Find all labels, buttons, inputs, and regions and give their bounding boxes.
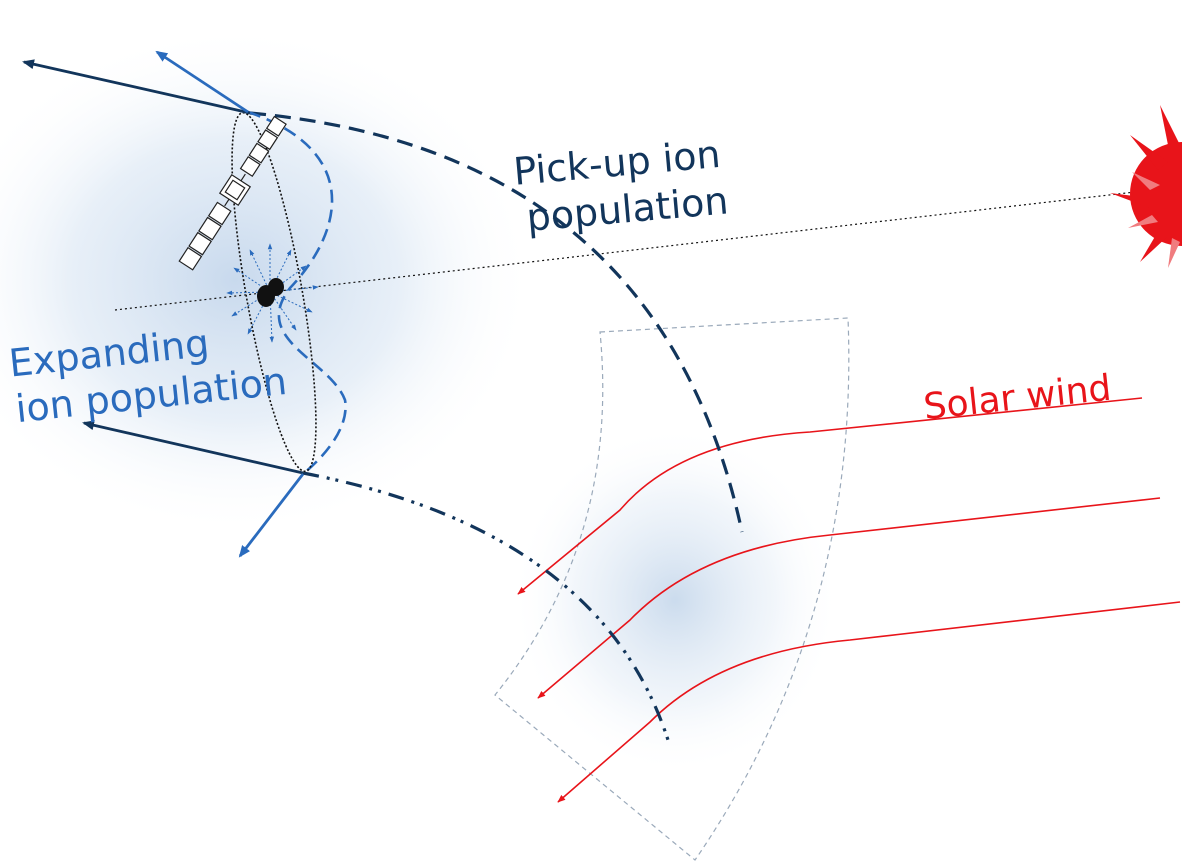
- sun-comet-line: [114, 191, 1136, 311]
- sun-icon: [1110, 105, 1182, 268]
- solar-wind-lines: [517, 397, 1181, 803]
- solar-wind-line-2: [537, 497, 1161, 699]
- velocity-arrow-upper-dark: [22, 59, 251, 115]
- spacecraft-icon: [178, 115, 287, 271]
- coma-glow: [0, 25, 535, 535]
- solar-wind-line-3: [557, 601, 1181, 803]
- expanding-ion-sinusoid: [247, 110, 347, 476]
- velocity-arrow-lower-blue: [238, 473, 305, 558]
- velocity-arrow-lower-dark: [82, 420, 304, 475]
- solar-wind-line-1: [517, 397, 1143, 595]
- pickup-ion-label: Pick-up ion population: [512, 132, 730, 240]
- pickup-ion-trajectory-upper: [249, 111, 744, 533]
- pickup-ion-trajectory-lower: [302, 471, 670, 741]
- solar-wind-label: Solar wind: [922, 368, 1114, 428]
- comet-nucleus-icon: [257, 278, 284, 307]
- gyration-ellipse: [231, 111, 317, 473]
- tail-glow: [510, 425, 840, 775]
- velocity-arrow-upper-blue: [155, 50, 249, 114]
- pickup-region-outline: [494, 317, 850, 861]
